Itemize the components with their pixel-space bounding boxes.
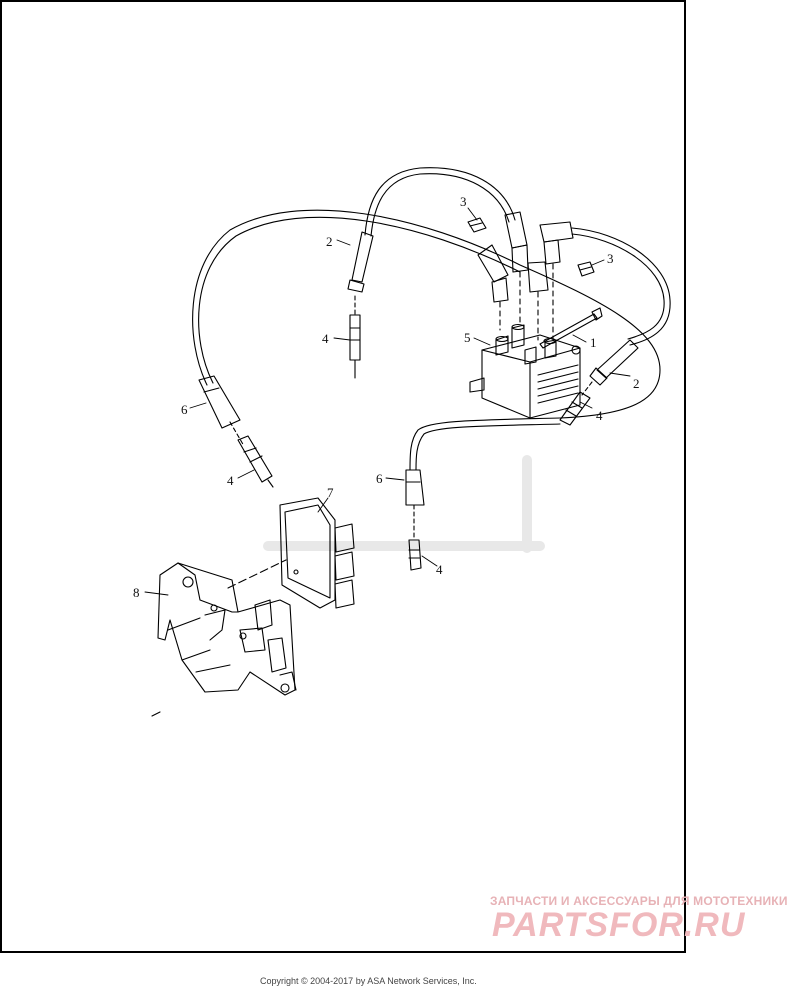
callout-4-upper: 4 (322, 331, 329, 346)
callout-4-left: 4 (227, 473, 234, 488)
callout-2-left: 2 (326, 234, 333, 249)
callout-8: 8 (133, 585, 140, 600)
copyright-footer: Copyright © 2004-2017 by ASA Network Ser… (260, 976, 477, 986)
watermark-logo: PARTSFOR.RU (492, 906, 746, 944)
spark-plug-4-lower (408, 539, 422, 571)
spark-plug-4-left (237, 435, 274, 488)
wire-clip-3-right (577, 261, 595, 277)
coil-alignment-lines (499, 263, 554, 341)
stray-mark (151, 711, 161, 717)
callout-6-left: 6 (181, 402, 188, 417)
module-alignment-line (227, 559, 287, 589)
ignition-module-7 (279, 497, 355, 609)
leader-lines (144, 207, 631, 596)
callout-2-right: 2 (633, 376, 640, 391)
coil-boot-right (527, 221, 574, 293)
wire-boot-2-left (347, 231, 374, 316)
callout-5: 5 (464, 330, 471, 345)
wire-boot-2-right (581, 339, 639, 396)
spark-plug-wire-left (192, 209, 661, 419)
coil-boot-front-left (477, 244, 509, 303)
callout-1: 1 (590, 335, 597, 350)
mounting-bolt-1 (539, 307, 603, 349)
spark-plug-4-right (559, 391, 591, 426)
watermark-tagline: ЗАПЧАСТИ И АКСЕССУАРЫ ДЛЯ МОТОТЕХНИКИ (490, 894, 788, 908)
callout-7: 7 (327, 485, 334, 500)
wire-boot-6-right (405, 469, 425, 539)
wire-boot-6-left (198, 375, 245, 447)
callout-4-lower: 4 (436, 562, 443, 577)
callout-3-left: 3 (460, 194, 467, 209)
callout-labels: 1 2 2 3 3 4 4 4 4 5 6 6 7 8 (133, 194, 640, 600)
ignition-coil-5 (469, 323, 581, 419)
callout-6-right: 6 (376, 471, 383, 486)
diagram-frame (0, 0, 686, 953)
spark-plug-4-upper (349, 314, 361, 379)
spark-plug-wire-right-lower (409, 417, 561, 471)
background-watermark-shape (263, 455, 545, 553)
callout-4-right: 4 (596, 408, 603, 423)
spark-plug-wire-top-loop (364, 167, 516, 237)
callout-3-right: 3 (607, 251, 614, 266)
mounting-bracket-8 (157, 562, 297, 696)
coil-boot-right-wire (571, 227, 671, 346)
